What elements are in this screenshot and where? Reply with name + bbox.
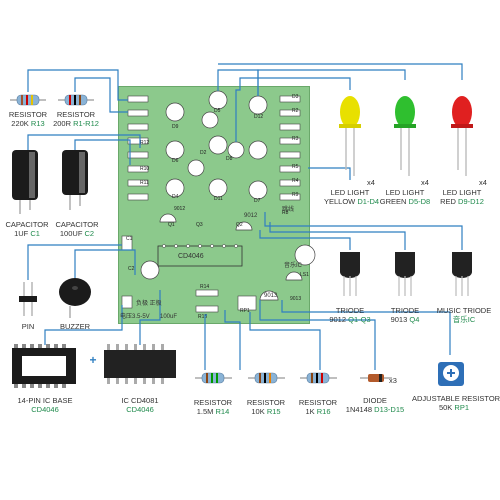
- svg-text:R4: R4: [292, 178, 299, 184]
- svg-text:D8: D8: [226, 156, 233, 162]
- plus-sign: +: [86, 356, 100, 365]
- svg-text:R11: R11: [140, 180, 149, 186]
- svg-text:Q3: Q3: [196, 222, 203, 228]
- svg-text:D4: D4: [172, 194, 179, 200]
- svg-text:D2: D2: [200, 150, 207, 156]
- svg-text:R12: R12: [140, 140, 149, 146]
- pcb-jumper-label: 跳线: [282, 206, 294, 215]
- led-yellow-qty: x4: [364, 178, 378, 187]
- resistor-15m-caption: RESISTOR 1.5M R14: [190, 398, 236, 416]
- buzzer-caption: BUZZER: [55, 322, 95, 331]
- led-green-caption: LED LIGHT GREEN D5-D8: [379, 188, 431, 206]
- resistor-icon-15m: [195, 373, 232, 383]
- pcb-music-ic-label: 音乐IC: [284, 262, 302, 271]
- svg-text:R9: R9: [292, 192, 299, 198]
- pcb-cap-label: 100uF: [160, 313, 177, 322]
- pcb-transistor-label: 9012: [244, 212, 257, 221]
- svg-text:D5: D5: [214, 108, 221, 114]
- svg-text:D6: D6: [172, 158, 179, 164]
- led-green-icon: [394, 96, 416, 176]
- resistor-icon-10k: [248, 373, 285, 383]
- led-red-qty: x4: [476, 178, 490, 187]
- triode-9012-icon: [340, 252, 360, 296]
- music-triode-icon: [452, 252, 472, 296]
- svg-text:C1: C1: [126, 236, 133, 242]
- svg-text:D9: D9: [172, 124, 179, 130]
- svg-text:D11: D11: [214, 196, 223, 202]
- pcb-transistor-label: 9013: [264, 292, 277, 301]
- triode-9013-icon: [395, 252, 415, 296]
- capacitor-1uf-caption: CAPACITOR 1UF C1: [2, 220, 52, 238]
- triode-9013-caption: TRIODE 9013 Q4: [382, 306, 428, 324]
- diode-qty: x3: [386, 376, 400, 385]
- resistor-200r-caption: RESISTOR 200R R1-R12: [50, 110, 102, 128]
- led-red-caption: LED LIGHT RED D9-D12: [436, 188, 488, 206]
- resistor-10k-caption: RESISTOR 10K R15: [243, 398, 289, 416]
- diode-caption: DIODE 1N4148 D13-D15: [344, 396, 406, 414]
- svg-text:LS1: LS1: [300, 272, 309, 278]
- ic-base-icon: [12, 344, 76, 388]
- svg-text:R2: R2: [292, 108, 299, 114]
- capacitor-icon-100uf: [62, 150, 88, 210]
- pin-header-icon: [19, 282, 37, 316]
- led-green-qty: x4: [418, 178, 432, 187]
- led-yellow-caption: LED LIGHT YELLOW D1-D4: [324, 188, 376, 206]
- svg-text:Q2: Q2: [236, 222, 243, 228]
- svg-text:R3: R3: [292, 136, 299, 142]
- music-triode-caption: MUSIC TRIODE 音乐IC: [434, 306, 494, 324]
- svg-text:RP1: RP1: [240, 308, 250, 314]
- svg-text:R5: R5: [292, 164, 299, 170]
- svg-text:D7: D7: [254, 198, 261, 204]
- led-red-icon: [451, 96, 473, 176]
- capacitor-100uf-caption: CAPACITOR 100UF C2: [52, 220, 102, 238]
- svg-text:D3: D3: [292, 94, 299, 100]
- ic-base-caption: 14-PIN IC BASE CD4046: [4, 396, 86, 414]
- svg-text:9012: 9012: [174, 206, 185, 212]
- svg-text:D12: D12: [254, 114, 263, 120]
- resistor-icon-220k: [10, 95, 46, 105]
- potentiometer-icon: [438, 362, 464, 386]
- resistor-icon-200r: [58, 95, 94, 105]
- svg-text:R10: R10: [140, 166, 149, 172]
- triode-9012-caption: TRIODE 9012 Q1-Q3: [326, 306, 374, 324]
- resistor-1k-caption: RESISTOR 1K R16: [295, 398, 341, 416]
- svg-text:Q1: Q1: [168, 222, 175, 228]
- svg-text:C2: C2: [128, 266, 135, 272]
- pin-caption: PIN: [10, 322, 46, 331]
- pcb-voltage-label: 电压3.5-5V: [120, 313, 150, 322]
- resistor-icon-1k: [300, 373, 337, 383]
- svg-text:R14: R14: [200, 284, 209, 290]
- adjustable-resistor-caption: ADJUSTABLE RESISTOR 50K RP1: [412, 394, 496, 412]
- ic-chip-caption: IC CD4081 CD4046: [104, 396, 176, 414]
- led-yellow-icon: [339, 96, 361, 176]
- buzzer-icon: [59, 278, 91, 318]
- pcb-polarity-label: 负极 正极: [136, 300, 162, 309]
- resistor-220k-caption: RESISTOR 220K R13: [5, 110, 51, 128]
- ic-chip-icon: [104, 344, 176, 384]
- capacitor-icon-1uf: [12, 150, 38, 214]
- pcb-chip-label: CD4046: [178, 252, 204, 261]
- svg-text:9013: 9013: [290, 296, 301, 302]
